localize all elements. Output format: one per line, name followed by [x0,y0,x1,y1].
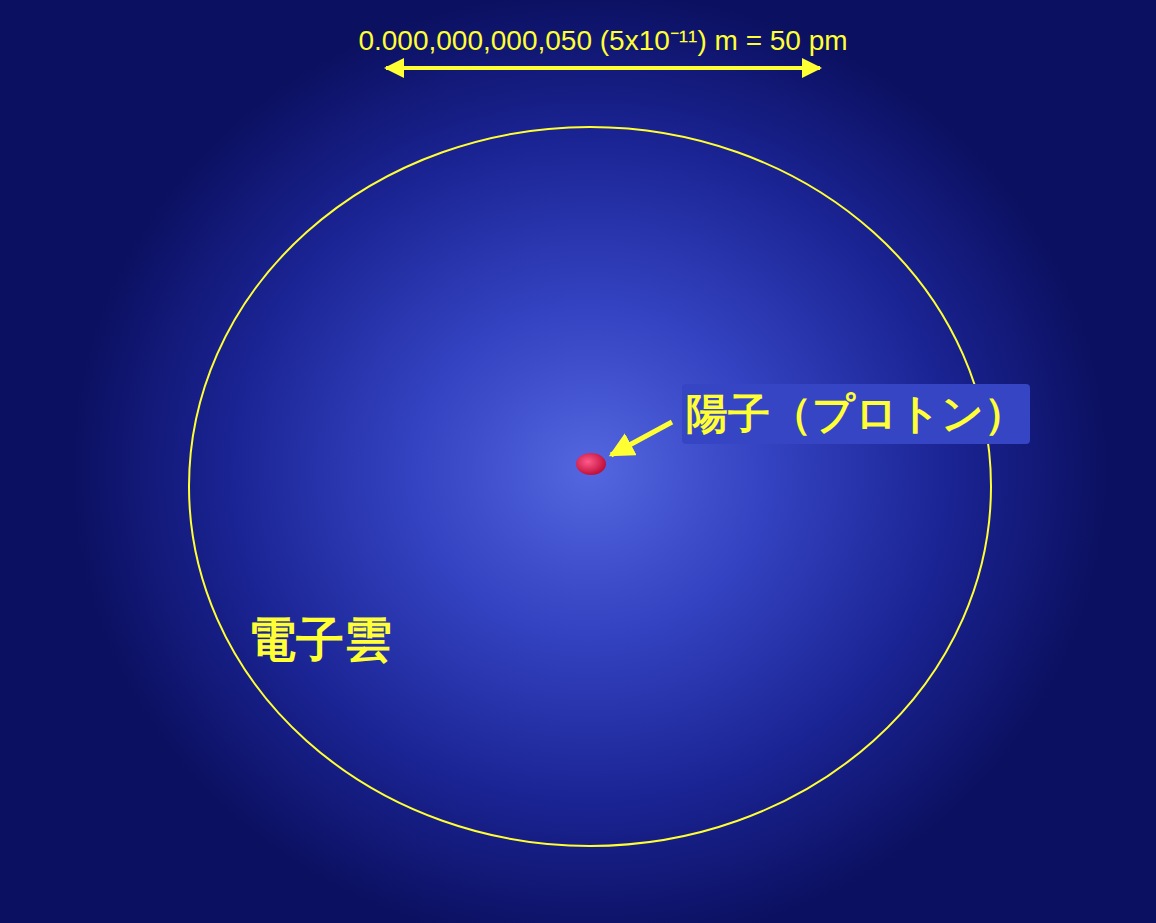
dimension-label: 0.000,000,000,050 (5x10⁻¹¹) m = 50 pm [358,20,847,58]
cloud-label: 電子雲 [248,608,392,672]
cloud-outline [187,125,993,848]
leader-arrow [611,422,672,455]
electron-cloud: 電子雲 [187,125,993,848]
proton-label: 陽子（プロトン） [682,384,1030,444]
proton-dot [576,453,606,475]
dimension-arrow [386,66,820,70]
